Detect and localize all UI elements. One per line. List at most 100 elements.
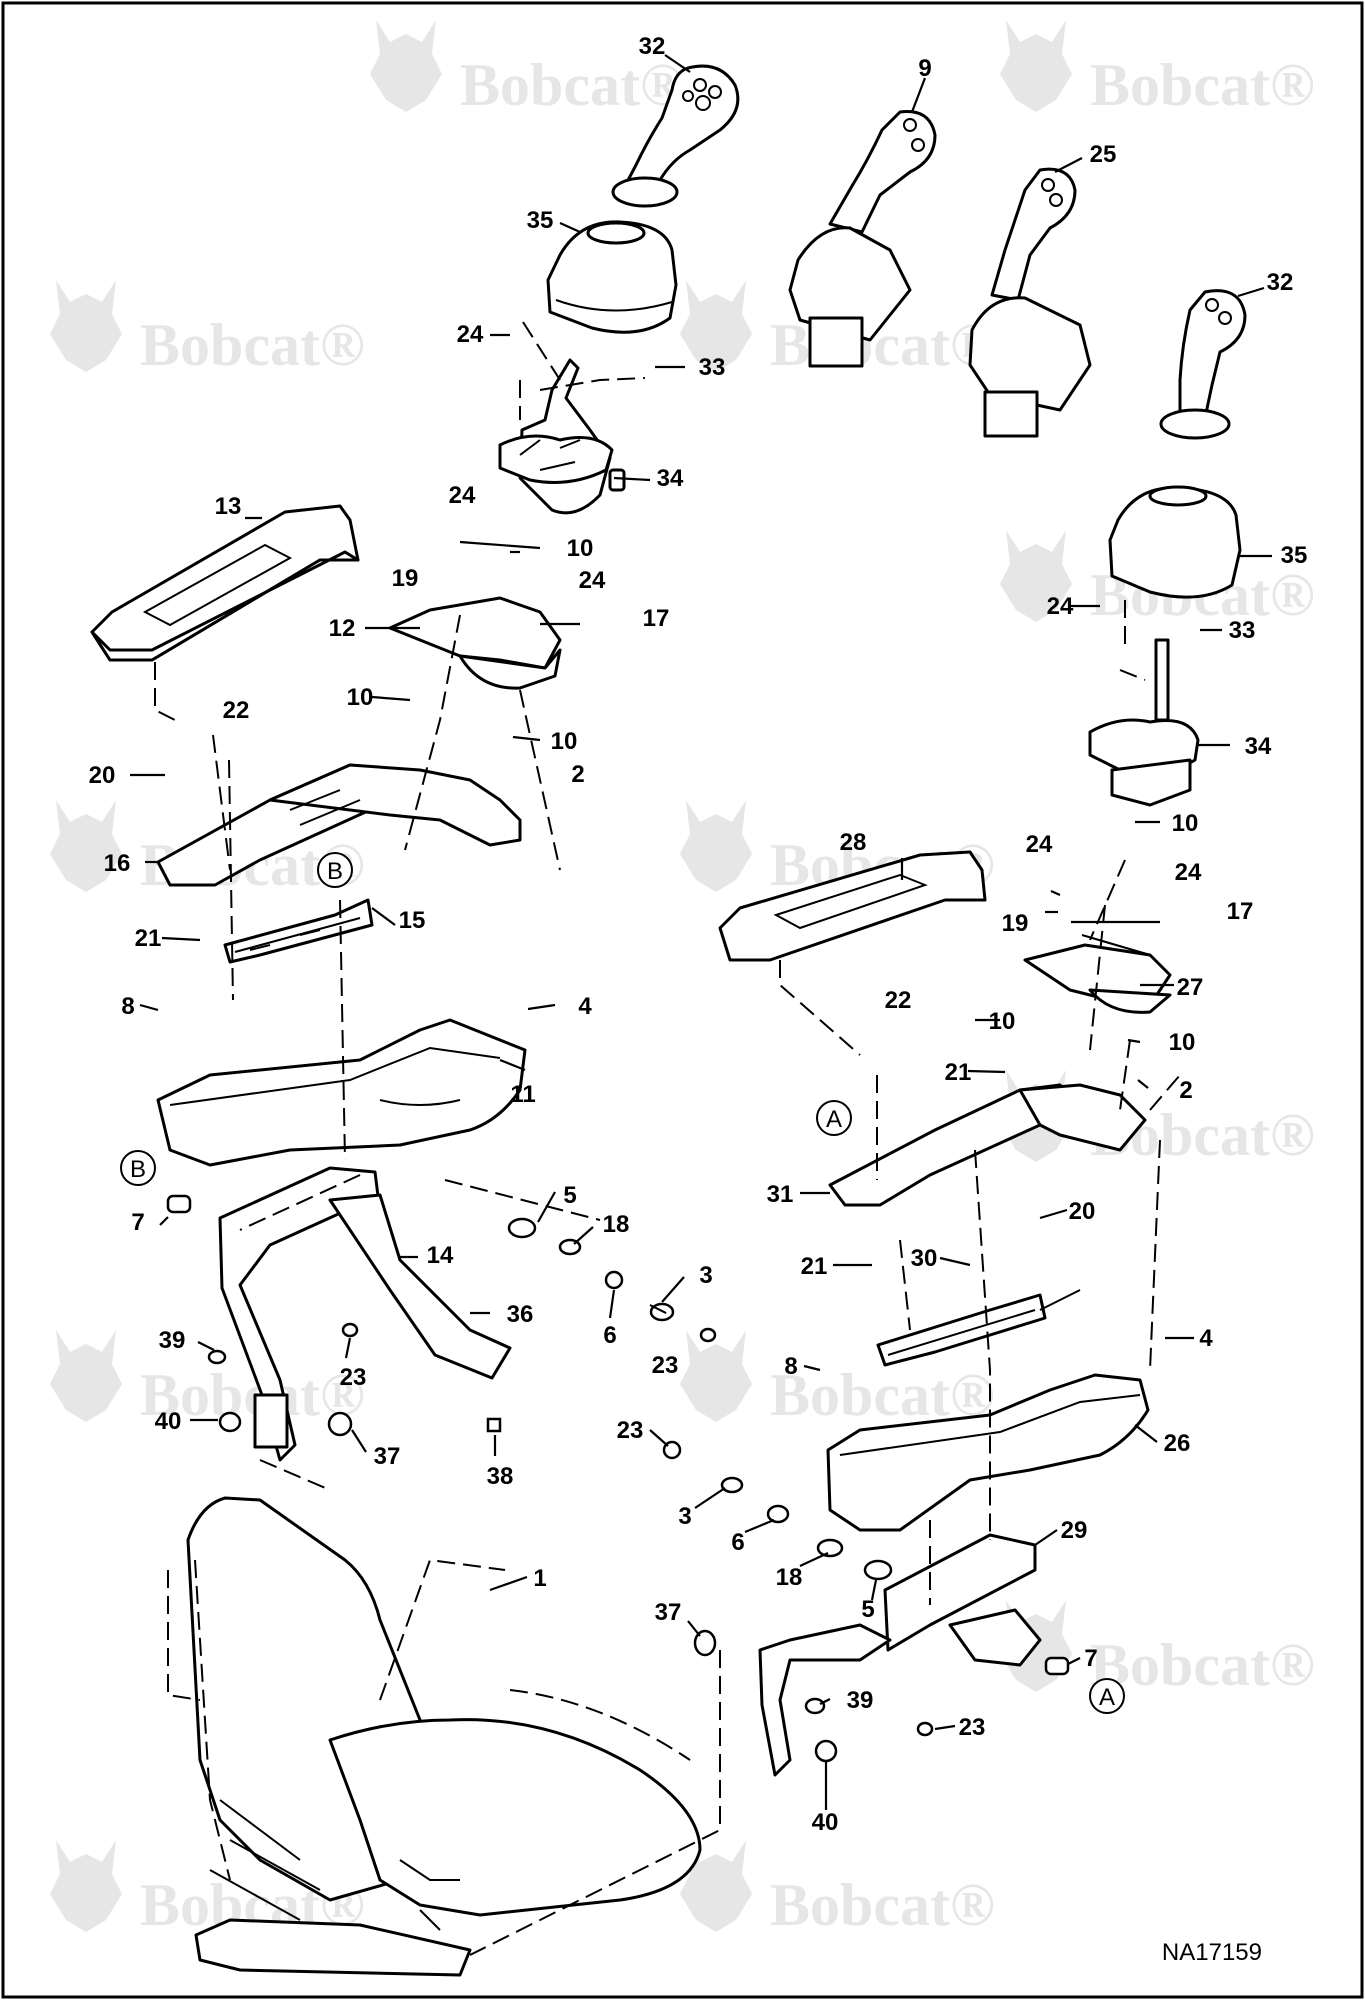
left-joystick-base xyxy=(498,358,626,515)
callout-23: 23 xyxy=(959,1714,986,1741)
callout-36: 36 xyxy=(507,1301,534,1328)
left-bracket-16 xyxy=(156,763,522,887)
watermark-text: Bobcat® xyxy=(460,52,685,118)
callout-27: 27 xyxy=(1177,974,1204,1001)
callout-11: 11 xyxy=(510,1081,535,1108)
callout-13: 13 xyxy=(215,493,242,520)
reference-markers: B B A A xyxy=(120,852,1125,1714)
reference-b: B xyxy=(327,858,343,885)
callout-40: 40 xyxy=(155,1408,182,1435)
callout-10: 10 xyxy=(1172,810,1199,837)
watermark-text: Bobcat® xyxy=(770,1872,995,1938)
callout-32: 32 xyxy=(639,33,666,60)
callout-22: 22 xyxy=(223,697,250,724)
right-joystick-base-34 xyxy=(1088,638,1200,807)
assembly-lines xyxy=(154,321,1181,1956)
callout-4: 4 xyxy=(578,993,592,1020)
leader-lines xyxy=(130,54,1272,1810)
callout-34: 34 xyxy=(1245,733,1272,760)
left-support-bracket xyxy=(218,1166,512,1462)
callout-20: 20 xyxy=(89,762,116,789)
left-hardware xyxy=(166,1194,717,1437)
right-mount-plate-27 xyxy=(1023,943,1172,1014)
callout-24: 24 xyxy=(579,567,606,594)
callout-38: 38 xyxy=(487,1463,514,1490)
watermark: Bobcat® xyxy=(680,1330,995,1428)
callout-2: 2 xyxy=(571,761,584,788)
callout-40: 40 xyxy=(812,1809,839,1836)
callout-1: 1 xyxy=(533,1565,546,1592)
callout-25: 25 xyxy=(1090,141,1117,168)
callout-37: 37 xyxy=(374,1443,401,1470)
left-armrest-pad xyxy=(90,504,360,662)
callout-10: 10 xyxy=(989,1008,1016,1035)
callout-5: 5 xyxy=(563,1182,576,1209)
callout-29: 29 xyxy=(1061,1517,1088,1544)
callout-21: 21 xyxy=(801,1253,828,1280)
callout-23: 23 xyxy=(340,1364,367,1391)
watermark-text: Bobcat® xyxy=(1090,52,1315,118)
right-armrest-pad-28 xyxy=(718,850,987,962)
callout-15: 15 xyxy=(399,907,426,934)
watermark-text: Bobcat® xyxy=(1090,1632,1315,1698)
callout-26: 26 xyxy=(1164,1430,1191,1457)
left-slide-rail-15 xyxy=(223,898,374,964)
callout-7: 7 xyxy=(1084,1645,1097,1672)
reference-a: A xyxy=(1099,1684,1115,1711)
left-mount-plate xyxy=(388,596,562,690)
callout-23: 23 xyxy=(652,1352,679,1379)
bobcat-head-icon xyxy=(370,20,442,112)
callout-21: 21 xyxy=(135,925,162,952)
right-joystick-handle-32 xyxy=(1159,289,1247,440)
callout-9: 9 xyxy=(918,55,931,82)
bobcat-head-icon xyxy=(50,1330,122,1422)
callout-12: 12 xyxy=(329,615,356,642)
callout-16: 16 xyxy=(104,850,131,877)
callout-22: 22 xyxy=(885,987,912,1014)
bobcat-head-icon xyxy=(50,280,122,372)
callout-10: 10 xyxy=(347,684,374,711)
callout-3: 3 xyxy=(699,1262,712,1289)
bobcat-head-icon xyxy=(680,1330,752,1422)
right-console-26 xyxy=(826,1373,1150,1532)
callout-18: 18 xyxy=(776,1564,803,1591)
callout-3: 3 xyxy=(678,1503,691,1530)
watermark: Bobcat® xyxy=(370,20,685,118)
callout-10: 10 xyxy=(551,728,578,755)
callout-labels: 32 9 25 32 35 24 33 34 13 24 10 19 24 12… xyxy=(89,33,1308,1836)
right-joystick-25 xyxy=(968,167,1092,438)
bobcat-head-icon xyxy=(50,800,122,892)
callout-24: 24 xyxy=(449,482,476,509)
seat xyxy=(186,1496,702,1977)
left-joystick-handle xyxy=(611,64,740,208)
right-joystick-9 xyxy=(788,109,937,368)
callout-33: 33 xyxy=(699,354,726,381)
right-bracket-31 xyxy=(828,1083,1147,1207)
callout-34: 34 xyxy=(657,465,684,492)
callout-6: 6 xyxy=(731,1529,744,1556)
bobcat-head-icon xyxy=(50,1840,122,1932)
reference-a: A xyxy=(826,1106,842,1133)
callout-7: 7 xyxy=(131,1209,144,1236)
callout-28: 28 xyxy=(840,829,867,856)
callout-10: 10 xyxy=(567,535,594,562)
callout-35: 35 xyxy=(1281,542,1308,569)
right-hardware xyxy=(662,1440,1070,1763)
watermark: Bobcat® xyxy=(1000,1600,1315,1698)
callout-39: 39 xyxy=(847,1687,874,1714)
callout-37: 37 xyxy=(655,1599,682,1626)
right-slide-rail-30 xyxy=(876,1289,1081,1367)
watermark: Bobcat® xyxy=(1000,20,1315,118)
watermark: Bobcat® xyxy=(680,1840,995,1938)
callout-6: 6 xyxy=(603,1322,616,1349)
callout-2: 2 xyxy=(1179,1077,1192,1104)
callout-18: 18 xyxy=(603,1211,630,1238)
watermark: Bobcat® xyxy=(50,280,365,378)
callout-21: 21 xyxy=(945,1059,972,1086)
reference-b: B xyxy=(130,1156,146,1183)
watermark-text: Bobcat® xyxy=(770,1362,995,1428)
callout-8: 8 xyxy=(121,993,134,1020)
callout-33: 33 xyxy=(1229,617,1256,644)
callout-14: 14 xyxy=(427,1242,454,1269)
